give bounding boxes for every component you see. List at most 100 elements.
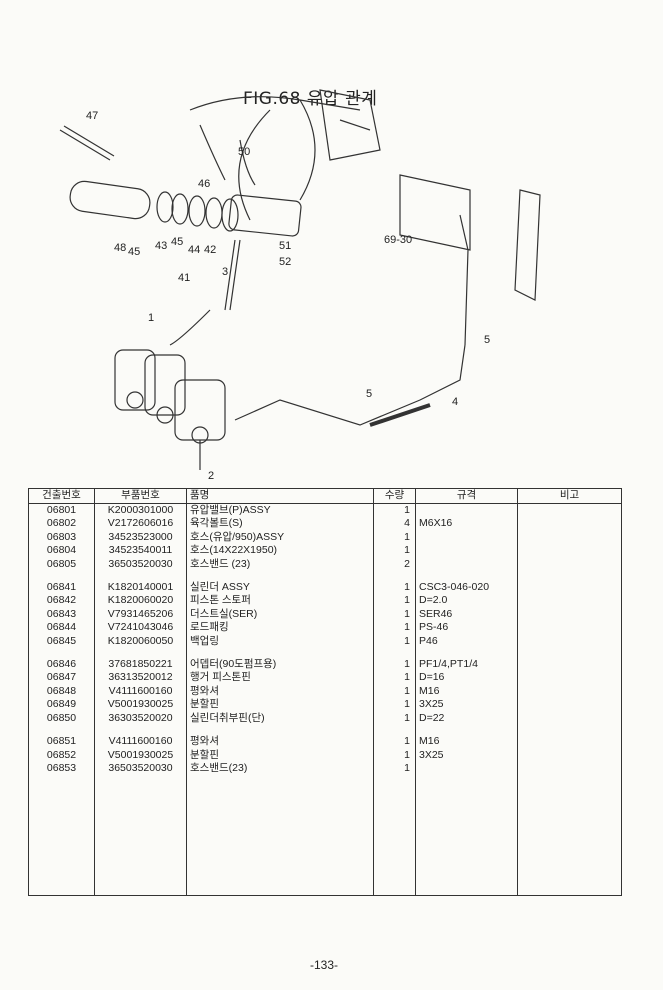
spacer-cell — [517, 648, 622, 659]
callout-50: 50 — [238, 146, 251, 158]
spacer-cell — [415, 725, 518, 736]
spacer-cell — [415, 648, 518, 659]
cell-remarks — [517, 634, 622, 649]
cell-part-name: 실린더 ASSY — [186, 581, 374, 595]
cell-part-name: 분할핀 — [186, 748, 374, 762]
cell-part-name: 유압밸브(P)ASSY — [186, 503, 374, 518]
cell-spec: CSC3-046-020 — [415, 581, 518, 595]
cell-spec: PS-46 — [415, 621, 518, 635]
header-qty: 수량 — [373, 488, 416, 504]
cell-spec: PF1/4,PT1/4 — [415, 658, 518, 672]
cell-ref-no: 06850 — [28, 711, 95, 726]
cell-qty: 4 — [373, 517, 416, 531]
group-spacer — [28, 725, 622, 736]
spacer-cell — [373, 648, 416, 659]
cell-qty: 1 — [373, 503, 416, 518]
empty-cell — [415, 775, 518, 897]
spacer-cell — [28, 571, 95, 582]
cell-ref-no: 06849 — [28, 698, 95, 712]
figure-title: FIG.68 유압 관계 — [243, 89, 378, 109]
group-spacer — [28, 571, 622, 582]
cell-ref-no: 06852 — [28, 748, 95, 762]
callout-5a: 5 — [484, 334, 491, 346]
cell-part-name: 분할핀 — [186, 698, 374, 712]
cell-spec — [415, 503, 518, 518]
cell-spec: P46 — [415, 634, 518, 649]
cell-part-no: 36313520012 — [94, 671, 187, 685]
cell-part-name: 피스톤 스토퍼 — [186, 594, 374, 608]
cell-part-name: 로드패킹 — [186, 621, 374, 635]
cell-part-no: V2172606016 — [94, 517, 187, 531]
cell-qty: 1 — [373, 698, 416, 712]
callout-69-30: 69-30 — [384, 234, 413, 246]
hydraulic-diagram — [59, 89, 541, 470]
cell-spec: SER46 — [415, 607, 518, 622]
cell-remarks — [517, 557, 622, 572]
cell-part-no: 36303520020 — [94, 711, 187, 726]
callout-48: 48 — [114, 242, 127, 254]
table-empty-space — [28, 775, 622, 897]
cell-spec: M16 — [415, 684, 518, 699]
spacer-cell — [415, 571, 518, 582]
cell-spec: D=2.0 — [415, 594, 518, 608]
table-header: 건출번호 부품번호 품명 수량 규격 비고 — [28, 488, 622, 504]
spacer-cell — [94, 571, 187, 582]
cell-qty: 1 — [373, 748, 416, 762]
cell-part-no: 36503520030 — [94, 761, 187, 776]
empty-cell — [517, 775, 622, 897]
cell-ref-no: 06851 — [28, 735, 95, 749]
callout-42: 42 — [204, 244, 217, 256]
cell-qty: 1 — [373, 671, 416, 685]
cell-ref-no: 06804 — [28, 544, 95, 558]
cell-remarks — [517, 711, 622, 726]
callout-4: 4 — [452, 396, 459, 408]
cell-part-no: 34523523000 — [94, 530, 187, 545]
header-ref-no: 건출번호 — [28, 488, 95, 504]
cell-part-name: 호스(14X22X1950) — [186, 544, 374, 558]
cell-remarks — [517, 621, 622, 635]
spacer-cell — [28, 725, 95, 736]
spacer-cell — [186, 648, 374, 659]
spacer-cell — [373, 725, 416, 736]
cell-part-name: 육각볼트(S) — [186, 517, 374, 531]
cell-part-name: 더스트실(SER) — [186, 607, 374, 622]
cell-part-name: 행거 피스톤핀 — [186, 671, 374, 685]
cell-qty: 1 — [373, 607, 416, 622]
cell-ref-no: 06843 — [28, 607, 95, 622]
cell-part-no: K1820140001 — [94, 581, 187, 595]
cell-ref-no: 06805 — [28, 557, 95, 572]
callout-46: 46 — [198, 178, 211, 190]
cell-part-no: V7931465206 — [94, 607, 187, 622]
cell-spec: 3X25 — [415, 748, 518, 762]
spacer-cell — [28, 648, 95, 659]
spacer-cell — [517, 571, 622, 582]
empty-cell — [94, 775, 187, 897]
cell-part-name: 평와셔 — [186, 684, 374, 699]
cell-ref-no: 06841 — [28, 581, 95, 595]
callout-41: 41 — [178, 272, 191, 284]
cell-ref-no: 06802 — [28, 517, 95, 531]
empty-cell — [28, 775, 95, 897]
cell-part-no: V4111600160 — [94, 684, 187, 699]
cell-part-no: V7241043046 — [94, 621, 187, 635]
cell-ref-no: 06846 — [28, 658, 95, 672]
cell-spec — [415, 761, 518, 776]
cell-part-no: V4111600160 — [94, 735, 187, 749]
cell-qty: 1 — [373, 634, 416, 649]
cell-part-name: 호스(유압/950)ASSY — [186, 530, 374, 545]
